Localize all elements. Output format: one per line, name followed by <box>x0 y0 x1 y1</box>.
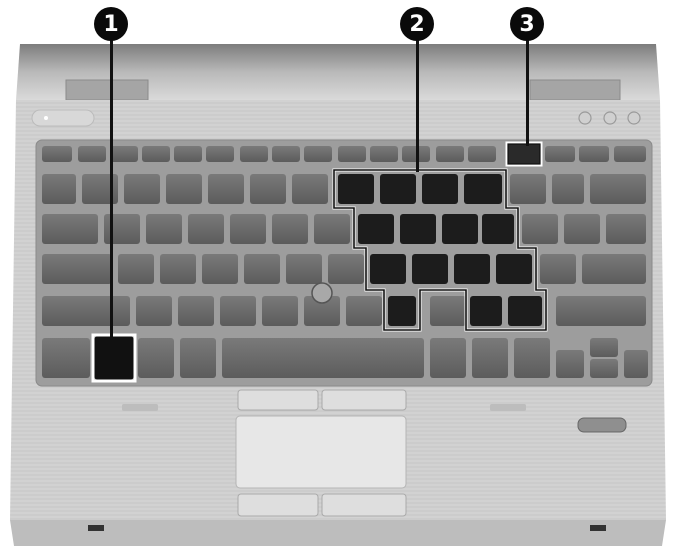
speaker-left-mark <box>122 404 158 411</box>
callout-line-3 <box>526 36 529 146</box>
fingerprint-reader <box>578 418 626 432</box>
speaker-right-mark <box>490 404 526 411</box>
top-letter-row <box>42 214 646 244</box>
power-button-area <box>32 110 94 126</box>
fn-key <box>93 335 135 381</box>
home-letter-row <box>42 254 646 284</box>
callout-badge-1: 1 <box>94 7 128 41</box>
callout-line-2 <box>416 36 419 172</box>
callout-line-1 <box>110 36 113 338</box>
callout-badge-3: 3 <box>510 7 544 41</box>
pointing-stick <box>312 283 332 303</box>
function-key-row <box>42 146 646 162</box>
num-lk-key <box>507 143 541 165</box>
led-right <box>590 525 606 531</box>
quick-launch-buttons <box>579 112 640 124</box>
led-left <box>88 525 104 531</box>
callout-badge-2: 2 <box>400 7 434 41</box>
